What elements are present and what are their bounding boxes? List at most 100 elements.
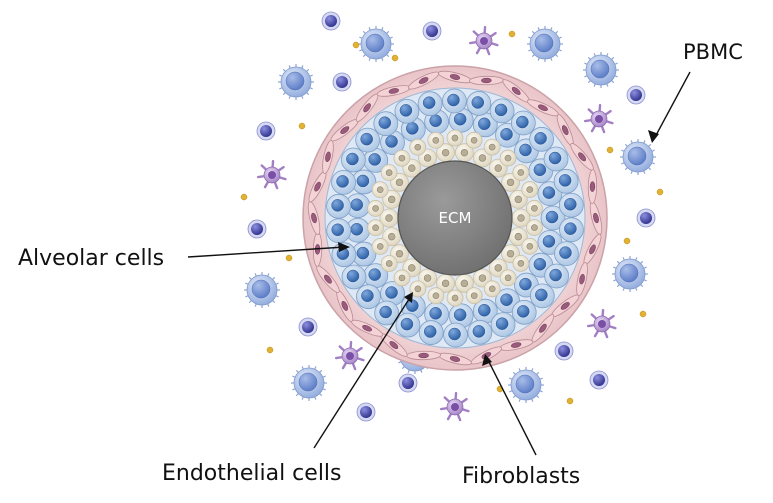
fibroblast-cell xyxy=(531,314,555,343)
endothelial-cell xyxy=(380,255,398,272)
pbmc-dendritic-cell xyxy=(468,25,499,56)
endothelial-cell xyxy=(427,287,445,305)
fibroblast-cell xyxy=(376,85,411,97)
endothelial-cell xyxy=(508,190,528,209)
alveolar-cell xyxy=(543,146,569,172)
alveolar-cell xyxy=(395,312,421,338)
fibroblast-cell xyxy=(322,139,334,174)
alveolar-cell xyxy=(472,298,498,324)
pbmc-lymphocyte xyxy=(358,26,394,62)
fibroblasts-arrowhead xyxy=(482,354,492,366)
fibroblast-cell xyxy=(587,169,598,205)
fibroblast-cell xyxy=(468,75,504,86)
endothelial-cell xyxy=(382,190,402,209)
pbmc-dendritic-cell xyxy=(583,103,614,134)
pbmc-dendritic-cell xyxy=(439,391,470,422)
alveolar-cell xyxy=(373,111,399,137)
alveolar-cell xyxy=(326,193,351,219)
endothelial-leader-line xyxy=(313,295,412,449)
endothelial-arrowhead xyxy=(404,292,413,303)
pbmc-monocyte xyxy=(626,85,646,105)
endothelial-cell xyxy=(436,273,456,293)
alveolar-leader-line xyxy=(187,246,346,258)
alveolar-cells xyxy=(326,88,584,348)
pbmc-lymphocyte xyxy=(583,52,619,88)
pbmc-arrowhead xyxy=(648,130,659,143)
alveolar-cell xyxy=(443,322,468,348)
alveolar-cell xyxy=(351,241,377,267)
alveolar-cell xyxy=(341,147,366,173)
endothelial-cell xyxy=(446,129,464,147)
platelet-granule xyxy=(623,237,631,245)
alveolar-cell xyxy=(448,107,474,133)
pbmc-monocyte xyxy=(589,370,609,390)
alveolar-cell xyxy=(442,88,467,114)
endothelial-cell xyxy=(371,238,389,255)
platelet-granule xyxy=(240,193,248,201)
endothelial-cell xyxy=(409,280,427,298)
alveolar-cell xyxy=(510,110,536,136)
platelet-granule xyxy=(606,146,614,154)
fibroblast-cells xyxy=(307,70,603,366)
alveolar-cell xyxy=(341,264,367,290)
pbmc-lymphocyte xyxy=(508,367,544,403)
alveolar-cell xyxy=(356,284,381,310)
pbmc-lymphocyte xyxy=(278,64,314,100)
platelet-granule xyxy=(656,188,664,196)
pbmc-lymphocyte xyxy=(244,272,280,308)
endothelial-cell xyxy=(499,269,517,287)
fibroblast-cell xyxy=(589,201,603,235)
alveolar-cell xyxy=(554,241,579,267)
alveolar-cell xyxy=(355,127,381,153)
platelet-granule xyxy=(352,41,360,49)
ecm-label: ECM xyxy=(439,209,472,227)
endothelial-cell xyxy=(465,287,483,305)
alveolar-arrowhead xyxy=(338,242,350,252)
pbmc-monocyte xyxy=(321,11,341,31)
alveolar-cell xyxy=(558,192,584,218)
alveolar-cell xyxy=(345,193,371,219)
alveolar-cell xyxy=(544,263,569,289)
endothelial-cell xyxy=(508,227,528,246)
platelet-granule xyxy=(391,54,399,62)
pbmc-dendritic-cell xyxy=(586,308,617,339)
alveolar-cell xyxy=(394,98,420,124)
alveolar-cell xyxy=(540,205,566,231)
platelet-granule xyxy=(298,122,306,130)
alveolar-cell xyxy=(511,299,537,325)
pbmc-label: PBMC xyxy=(683,40,743,64)
pbmc-lymphocyte xyxy=(527,26,563,62)
fibroblast-cell xyxy=(406,350,442,361)
fibroblasts-label: Fibroblasts xyxy=(462,464,581,489)
endothelial-cell xyxy=(511,208,531,228)
alveolar-cell xyxy=(553,168,579,194)
alveolar-cell xyxy=(363,147,389,173)
endothelial-cell xyxy=(393,149,411,167)
alveolar-cell xyxy=(331,169,356,195)
endothelial-cell xyxy=(367,219,384,237)
pbmc-monocyte xyxy=(356,402,376,422)
pbmc-monocyte xyxy=(298,317,318,337)
endothelial-cells xyxy=(367,129,543,307)
pbmc-lymphocyte xyxy=(291,365,327,401)
endothelial-cell xyxy=(367,200,384,217)
endothelial-cell xyxy=(521,181,539,198)
alveolar-cell xyxy=(472,112,498,138)
ecm-core: ECM xyxy=(397,160,513,276)
endothelial-cell xyxy=(521,237,539,255)
alveolar-cell xyxy=(490,312,516,338)
pbmc-monocyte xyxy=(332,72,352,92)
platelet-granule xyxy=(639,310,647,318)
endothelial-cell xyxy=(499,149,517,167)
endothelial-cell xyxy=(465,131,483,149)
pbmc-monocyte xyxy=(554,341,574,361)
pbmc-lymphocyte xyxy=(612,256,648,292)
endothelial-cell xyxy=(393,269,411,287)
platelet-granule xyxy=(566,397,574,405)
alveolar-cell xyxy=(559,217,584,243)
pbmc-dendritic-cell xyxy=(256,159,287,190)
endothelial-cell xyxy=(371,181,389,199)
endothelial-cell xyxy=(512,254,530,272)
endothelial-cell xyxy=(380,164,398,182)
alveolar-cell xyxy=(363,263,389,289)
